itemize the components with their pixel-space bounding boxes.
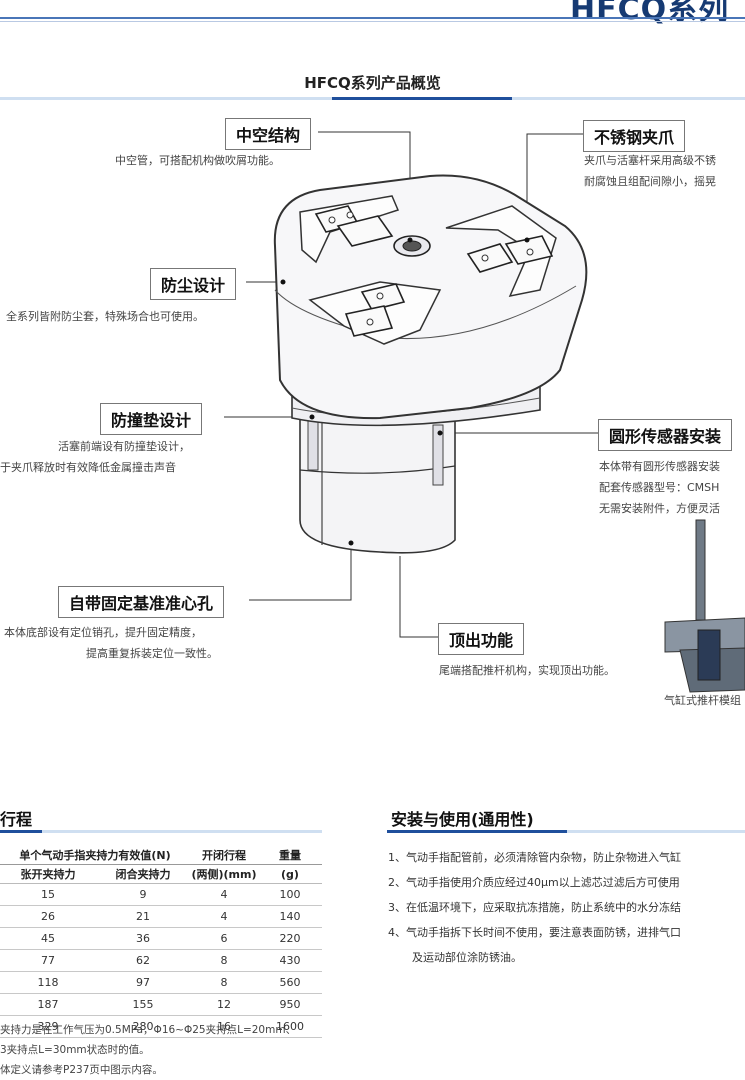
spec-cell: 26	[0, 905, 96, 928]
overview-title: HFCQ系列产品概览	[304, 74, 441, 92]
label-locating-hole: 自带固定基准准心孔	[58, 586, 225, 618]
label-hollow-structure: 中空结构	[225, 118, 312, 150]
spec-cell: 36	[96, 927, 190, 950]
spec-header-weight-unit: (g)	[258, 864, 322, 884]
desc-bumper-design-1: 活塞前端设有防撞垫设计，	[58, 440, 190, 453]
product-illustration	[224, 131, 745, 693]
specs-note-1: 夹持力是在工作气压为0.5MPa，Φ16~Φ25夹持点L=20mm、	[0, 1024, 297, 1036]
spec-cell: 45	[0, 927, 96, 950]
desc-sensor-mount-1: 本体带有圆形传感器安装	[599, 460, 720, 473]
spec-cell: 77	[0, 949, 96, 972]
install-section-title: 安装与使用(通用性)	[391, 810, 534, 829]
series-title: HFCQ系列	[570, 0, 730, 27]
spec-cell: 187	[0, 993, 96, 1016]
install-item-2: 2、气动手指使用介质应经过40μm以上滤芯过滤后方可使用	[388, 876, 680, 889]
install-item-3: 3、在低温环境下，应采取抗冻措施，防止系统中的水分冻结	[388, 901, 681, 914]
desc-ejector-function: 尾端搭配推杆机构，实现顶出功能。	[439, 664, 615, 677]
specs-note-2: 3夹持点L=30mm状态时的值。	[0, 1044, 150, 1056]
spec-cell: 16	[190, 1015, 258, 1038]
spec-cell: 97	[96, 971, 190, 994]
spec-cell: 4	[190, 905, 258, 928]
spec-cell: 1600	[258, 1015, 322, 1038]
spec-cell: 140	[258, 905, 322, 928]
specs-table: 单个气动手指夹持力有效值(N) 开闭行程 重量 张开夹持力 闭合夹持力 (两侧)…	[0, 846, 322, 1038]
spec-cell: 220	[258, 927, 322, 950]
desc-hollow-structure: 中空管，可搭配机构做吹屑功能。	[115, 154, 280, 167]
specs-note-3: 体定义请参考P237页中图示内容。	[0, 1064, 163, 1076]
spec-cell: 329	[0, 1015, 96, 1038]
specs-section-title: 行程	[0, 810, 33, 829]
spec-header-close: 闭合夹持力	[96, 864, 190, 884]
header-rule-thin	[0, 21, 745, 22]
spec-cell: 155	[96, 993, 190, 1016]
spec-cell: 4	[190, 883, 258, 906]
desc-locating-hole-2: 提高重复拆装定位一致性。	[86, 647, 218, 660]
spec-cell: 560	[258, 971, 322, 994]
spec-header-group: 单个气动手指夹持力有效值(N)	[0, 846, 190, 865]
caption-cylinder-module: 气缸式推杆模组	[664, 694, 741, 707]
spec-cell: 430	[258, 949, 322, 972]
desc-dust-design: 全系列皆附防尘套，特殊场合也可使用。	[6, 310, 204, 323]
desc-stainless-jaw-1: 夹爪与活塞杆采用高级不锈	[584, 154, 716, 167]
desc-bumper-design-2: 于夹爪释放时有效降低金属撞击声音	[0, 461, 176, 474]
desc-locating-hole-1: 本体底部设有定位销孔，提升固定精度，	[4, 626, 202, 639]
overview-underline	[0, 97, 745, 100]
install-item-1: 1、气动手指配管前，必须清除管内杂物，防止杂物进入气缸	[388, 851, 681, 864]
spec-cell: 62	[96, 949, 190, 972]
label-ejector-function: 顶出功能	[438, 623, 525, 655]
spec-cell: 100	[258, 883, 322, 906]
label-stainless-jaw: 不锈钢夹爪	[583, 120, 686, 152]
spec-cell: 950	[258, 993, 322, 1016]
spec-header-open: 张开夹持力	[0, 864, 96, 884]
spec-cell: 8	[190, 971, 258, 994]
spec-cell: 15	[0, 883, 96, 906]
spec-cell: 12	[190, 993, 258, 1016]
label-bumper-design: 防撞垫设计	[100, 403, 203, 435]
spec-header-stroke: 开闭行程	[190, 846, 258, 865]
spec-cell: 6	[190, 927, 258, 950]
header-rule	[0, 17, 745, 19]
desc-sensor-mount-2: 配套传感器型号：CMSH	[599, 481, 720, 494]
spec-cell: 118	[0, 971, 96, 994]
spec-header-stroke-unit: (两侧)(mm)	[190, 864, 258, 884]
install-item-4: 4、气动手指拆下长时间不使用，要注意表面防锈，进排气口	[388, 926, 681, 939]
install-item-4-cont: 及运动部位涂防锈油。	[412, 951, 522, 964]
install-section-rule	[387, 830, 745, 833]
desc-stainless-jaw-2: 耐腐蚀且组配间隙小，摇晃	[584, 175, 716, 188]
desc-sensor-mount-3: 无需安装附件，方便灵活	[599, 502, 720, 515]
label-sensor-mount: 圆形传感器安装	[598, 419, 733, 451]
label-dust-design: 防尘设计	[150, 268, 237, 300]
spec-header-weight: 重量	[258, 846, 322, 865]
spec-cell: 280	[96, 1015, 190, 1038]
spec-cell: 9	[96, 883, 190, 906]
specs-section-rule	[0, 830, 322, 833]
spec-cell: 8	[190, 949, 258, 972]
spec-cell: 21	[96, 905, 190, 928]
